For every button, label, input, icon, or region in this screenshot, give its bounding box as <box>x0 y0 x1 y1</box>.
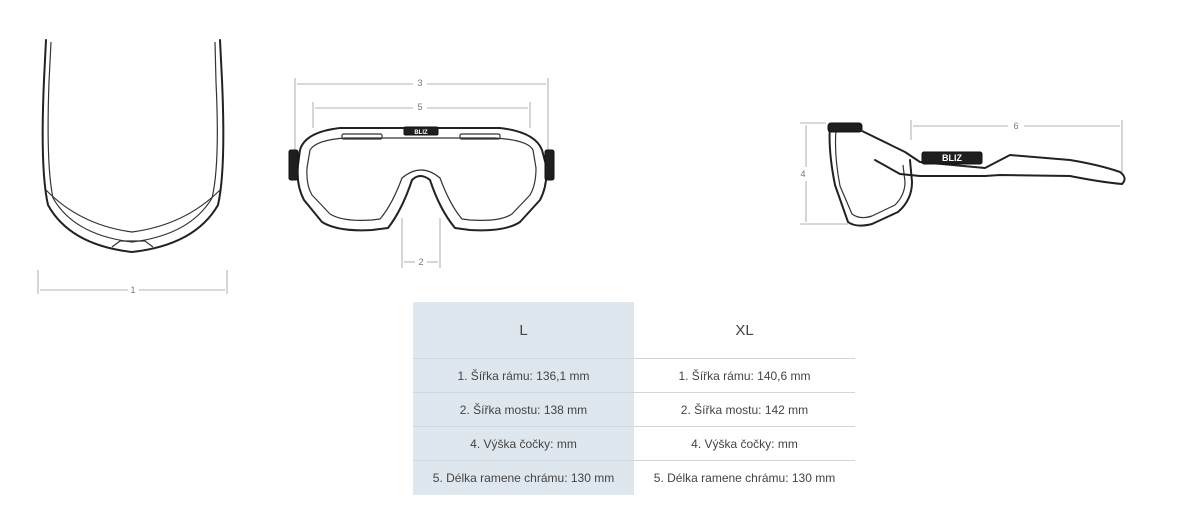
side-view: 4 6 BLIZ <box>800 120 1126 227</box>
top-view: 1 <box>37 39 228 295</box>
size-column-header-xl: XL <box>735 321 754 339</box>
front-view: 3 5 BLIZ 2 <box>288 78 555 268</box>
table-cell-xl: 5. Délka ramene chrámu: 130 mm <box>634 460 855 495</box>
size-table: L XL 1. Šířka rámu: 136,1 mm 1. Šířka rá… <box>413 302 855 495</box>
brand-logo-front: BLIZ <box>414 130 428 136</box>
size-column-header-l: L <box>413 302 634 359</box>
table-cell-l: 1. Šířka rámu: 136,1 mm <box>413 358 634 393</box>
dimension-label-5: 5 <box>417 102 422 112</box>
table-row: 5. Délka ramene chrámu: 130 mm 5. Délka … <box>413 460 855 495</box>
brand-logo-side: BLIZ <box>942 153 962 163</box>
dimension-label-4: 4 <box>800 169 805 179</box>
table-cell-xl: 1. Šířka rámu: 140,6 mm <box>634 358 855 393</box>
table-row: 1. Šířka rámu: 136,1 mm 1. Šířka rámu: 1… <box>413 358 855 393</box>
table-cell-xl: 4. Výška čočky: mm <box>634 426 855 461</box>
table-cell-l: 5. Délka ramene chrámu: 130 mm <box>413 460 634 495</box>
table-row: 2. Šířka mostu: 138 mm 2. Šířka mostu: 1… <box>413 392 855 427</box>
glasses-dimension-diagram: 1 3 5 BLIZ 2 <box>37 39 1126 295</box>
dimension-label-1: 1 <box>130 285 135 295</box>
table-cell-xl: 2. Šířka mostu: 142 mm <box>634 392 855 427</box>
dimension-label-3: 3 <box>417 78 422 88</box>
size-table-header: L XL <box>413 302 855 359</box>
table-cell-l: 2. Šířka mostu: 138 mm <box>413 392 634 427</box>
dimension-label-2: 2 <box>418 257 423 267</box>
dimension-label-6: 6 <box>1013 121 1018 131</box>
table-cell-l: 4. Výška čočky: mm <box>413 426 634 461</box>
table-row: 4. Výška čočky: mm 4. Výška čočky: mm <box>413 426 855 461</box>
